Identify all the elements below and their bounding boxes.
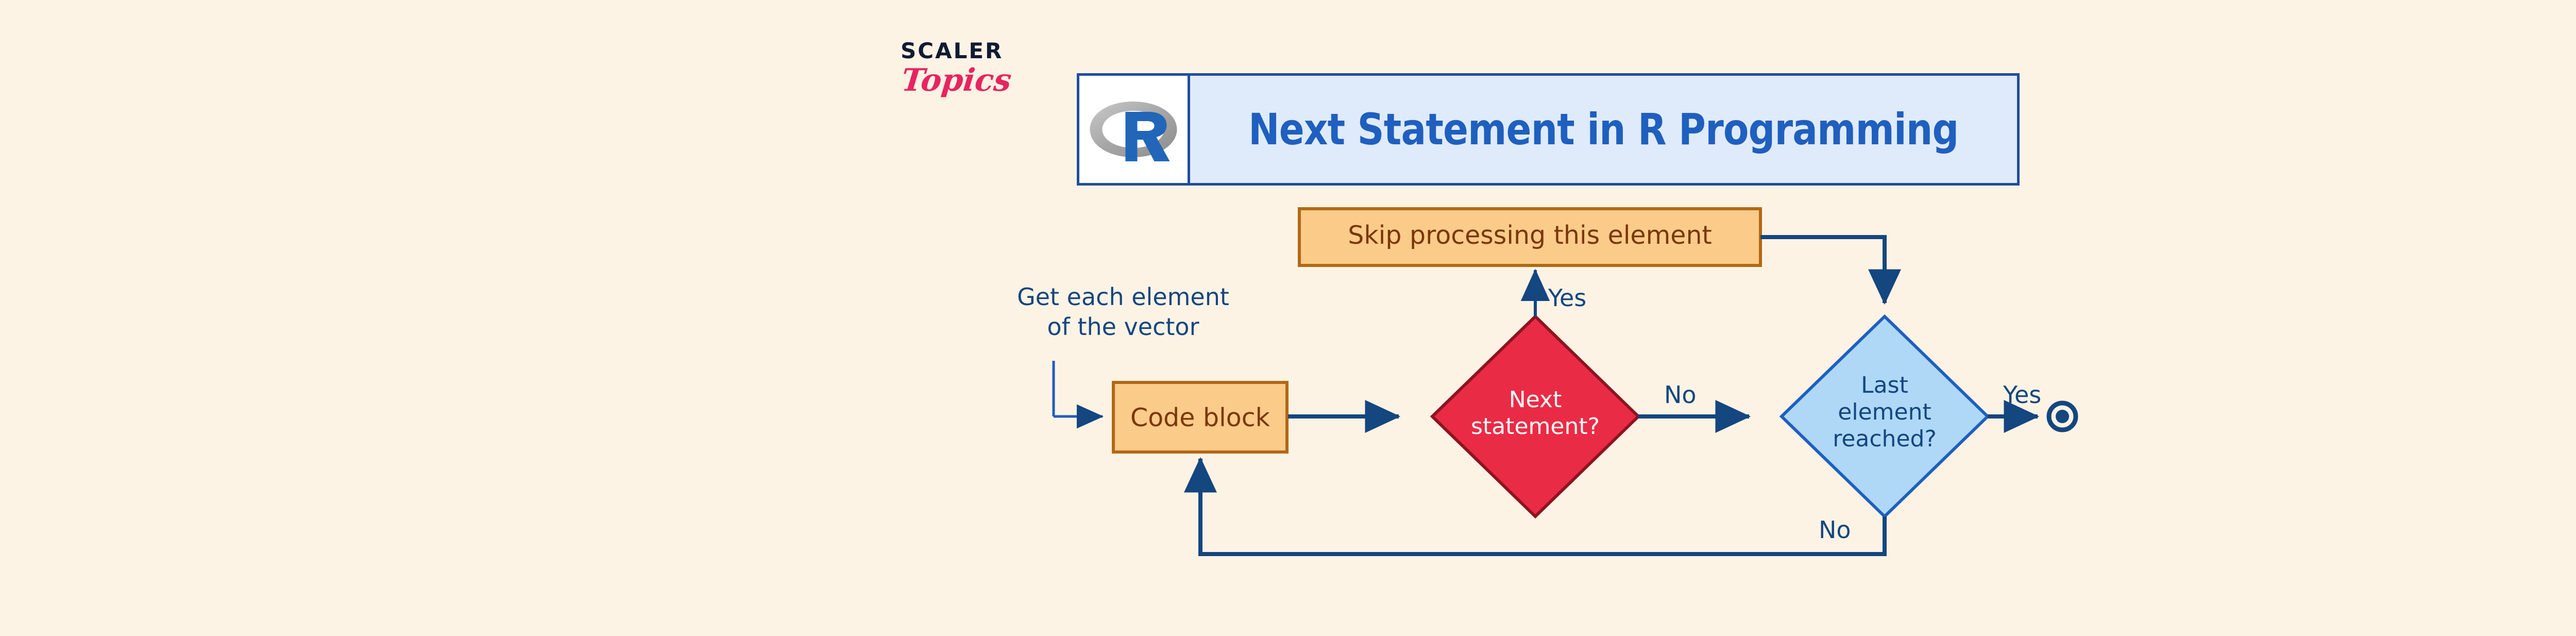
brand-scaler-wordmark: SCALER (901, 38, 1004, 63)
node-skip-processing[interactable] (1298, 207, 1762, 267)
title-banner: Next Statement in R Programming (1077, 73, 2020, 186)
node-end-ring (2046, 400, 2078, 432)
node-end-dot[interactable] (2056, 410, 2069, 423)
connector-last-element-no-loopback (1184, 457, 1887, 556)
node-code-block[interactable] (1112, 381, 1289, 454)
r-language-logo (1090, 102, 1177, 161)
scaler-topics-logo: SCALER Topics (900, 38, 1029, 123)
node-last-element-reached[interactable] (1779, 314, 1990, 519)
title-logo-cell (1079, 76, 1190, 183)
title-text-cell: Next Statement in R Programming (1190, 76, 2017, 183)
node-next-statement[interactable] (1430, 314, 1641, 519)
page-title: Next Statement in R Programming (1248, 104, 1959, 155)
connector-skip-to-last-element (1760, 235, 1901, 305)
